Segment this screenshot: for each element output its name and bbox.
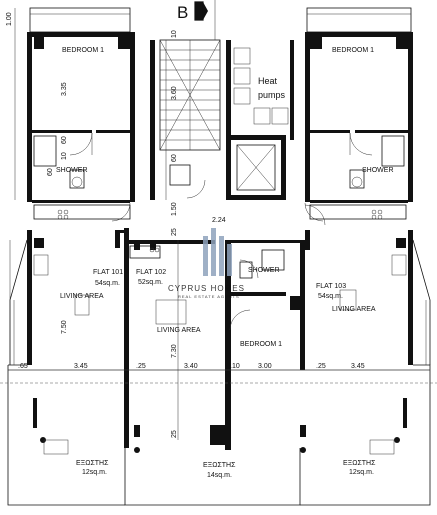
dim-25: 25: [171, 228, 178, 236]
veranda-left-area: 12sq.m.: [82, 469, 107, 476]
dim-10-b: .10: [230, 363, 240, 370]
door-swings: [69, 132, 373, 331]
fixtures: [33, 135, 407, 455]
veranda-center-area: 14sq.m.: [207, 472, 232, 479]
section-marker: B: [177, 1, 208, 22]
dim-3-45-left: 3.45: [74, 363, 88, 370]
flat-103-label: FLAT 103: [316, 283, 346, 290]
dim-25-a: .25: [136, 363, 146, 370]
shower-left-label: SHOWER: [56, 167, 88, 174]
veranda-right-area: 12sq.m.: [349, 469, 374, 476]
heat-pump-units: [233, 47, 289, 125]
bedroom-center-label: BEDROOM 1: [240, 341, 282, 348]
dim-25-b: .25: [316, 363, 326, 370]
flat-103-area: 54sq.m.: [318, 293, 343, 300]
shower-right-label: SHOWER: [362, 167, 394, 174]
veranda-center-label: ΕΞΩΣΤΗΣ: [203, 462, 236, 469]
dim-60: 60: [61, 136, 68, 144]
dimension-labels: 1.00 10 3.35 3.60 60 10 60 60 25 1.50 2.…: [6, 12, 365, 438]
dim-1-00: 1.00: [6, 12, 13, 26]
flat-101-label: FLAT 101: [93, 269, 123, 276]
dim-7-30: 7.30: [171, 344, 178, 358]
flat-102-area: 52sq.m.: [138, 279, 163, 286]
dim-60-c: 60: [171, 154, 178, 162]
dimension-lines: [8, 8, 430, 440]
dim-3-60: 3.60: [171, 86, 178, 100]
watermark-name: CYPRUS HOMES: [168, 284, 245, 293]
balconies: [0, 7, 437, 506]
heat-pumps-label-2: pumps: [258, 90, 286, 100]
room-labels: BEDROOM 1 BEDROOM 1 Heat pumps SHOWER SH…: [56, 47, 394, 479]
dim-10-top: 10: [171, 30, 178, 38]
veranda-right-label: ΕΞΩΣΤΗΣ: [343, 460, 376, 467]
staircase: [159, 0, 221, 186]
dim-3-40: 3.40: [184, 363, 198, 370]
dim-10-a: 10: [61, 152, 68, 160]
dim-3-45-right: 3.45: [351, 363, 365, 370]
dim-65: .65: [18, 363, 28, 370]
dim-3-00: 3.00: [258, 363, 272, 370]
watermark-sub: REAL ESTATE AGENTS: [178, 294, 240, 299]
living-right-label: LIVING AREA: [332, 306, 376, 313]
walls: [27, 32, 413, 450]
flat-101-area: 54sq.m.: [95, 280, 120, 287]
dim-1-50: 1.50: [171, 202, 178, 216]
dim-25-bottom: 25: [171, 430, 178, 438]
bedroom-left-label: BEDROOM 1: [62, 47, 104, 54]
heat-pumps-label-1: Heat: [258, 76, 278, 86]
dim-60-b: 60: [47, 168, 54, 176]
dim-7-50: 7.50: [61, 320, 68, 334]
dim-2-24: 2.24: [212, 217, 226, 224]
dim-3-35: 3.35: [61, 82, 68, 96]
living-center-label: LIVING AREA: [157, 327, 201, 334]
veranda-left-label: ΕΞΩΣΤΗΣ: [76, 460, 109, 467]
bedroom-right-label: BEDROOM 1: [332, 47, 374, 54]
section-marker-label: B: [177, 3, 188, 22]
watermark: CYPRUS HOMES REAL ESTATE AGENTS: [168, 228, 245, 299]
flat-102-label: FLAT 102: [136, 269, 166, 276]
shower-center-label: SHOWER: [248, 267, 280, 274]
living-left-label: LIVING AREA: [60, 293, 104, 300]
